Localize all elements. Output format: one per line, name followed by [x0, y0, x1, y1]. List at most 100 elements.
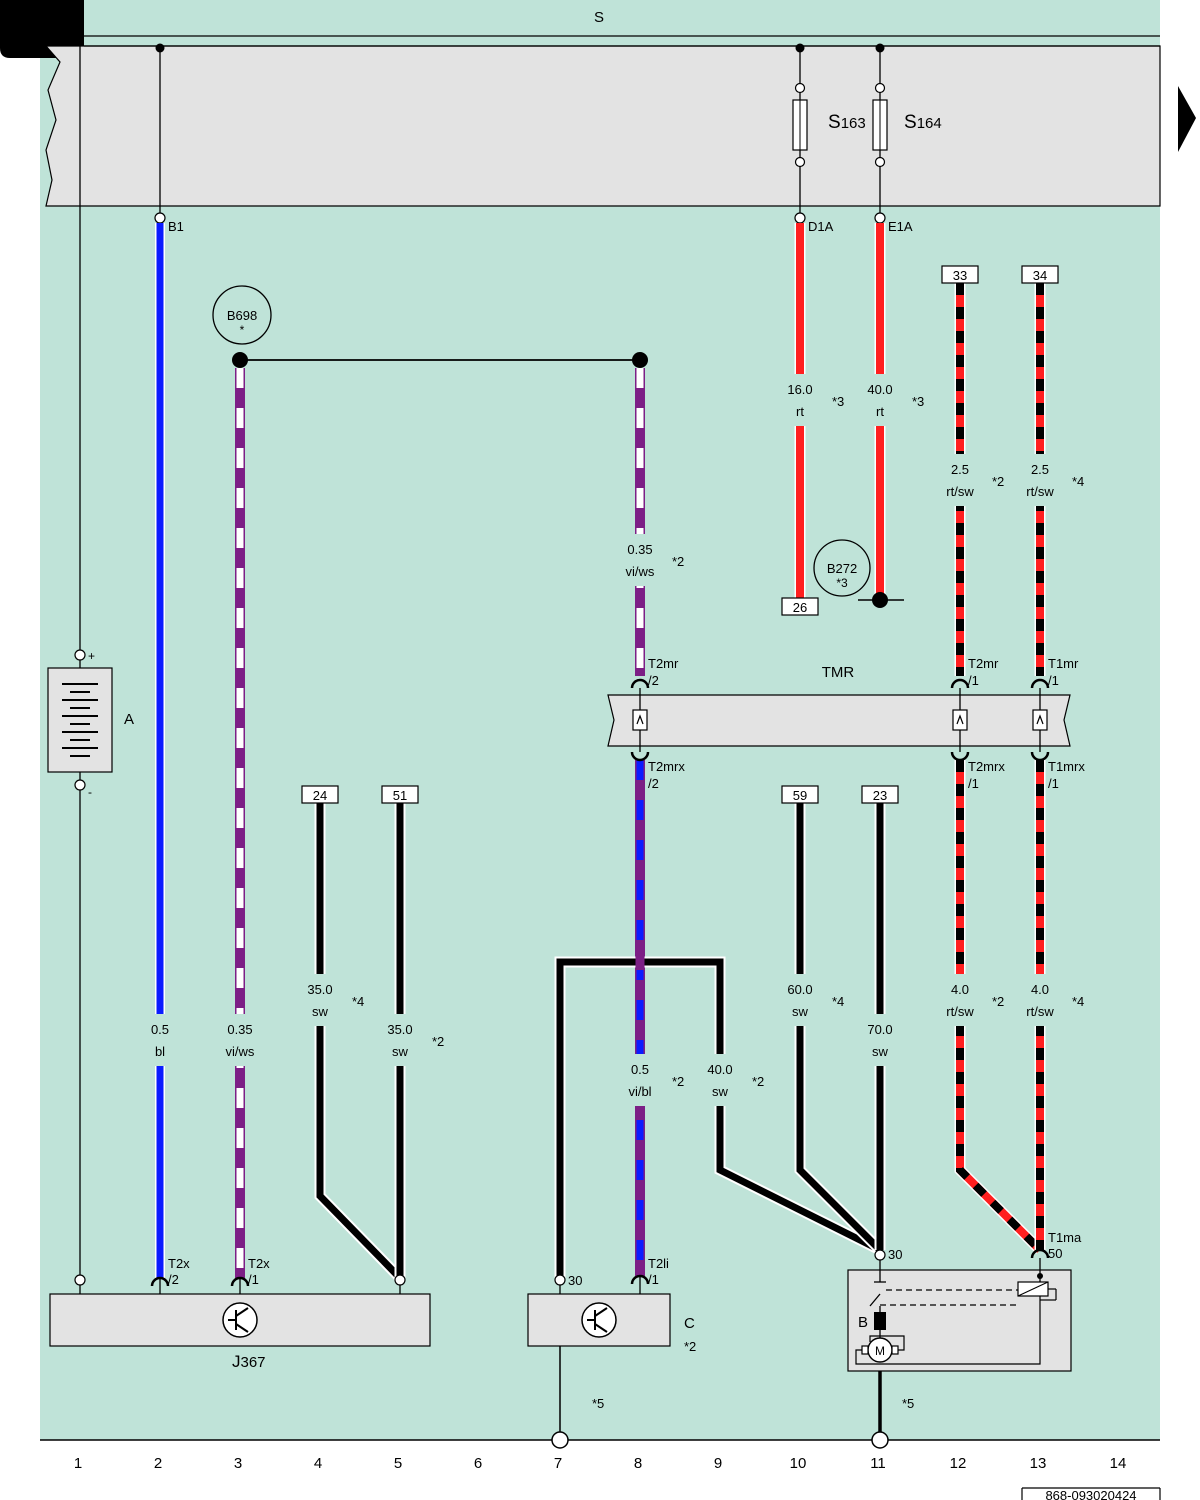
- column-number: 6: [474, 1455, 482, 1472]
- svg-text:40.0: 40.0: [707, 1062, 732, 1077]
- column-number: 1: [74, 1455, 82, 1472]
- svg-text:26: 26: [793, 600, 807, 615]
- svg-text:2.5: 2.5: [1031, 462, 1049, 477]
- box-23: [861, 785, 899, 804]
- svg-text:4.0: 4.0: [951, 982, 969, 997]
- next-page-arrow-icon[interactable]: [1178, 86, 1196, 152]
- fuse-panel: [44, 45, 1161, 207]
- pin-30-b: 30: [888, 1247, 902, 1262]
- fuse-s164-label: S164: [904, 112, 942, 133]
- svg-text:33: 33: [953, 268, 967, 283]
- tmr-connector-panel: [607, 694, 1071, 747]
- connector-d1a: D1A: [808, 219, 834, 234]
- svg-text:0.35: 0.35: [227, 1022, 252, 1037]
- svg-text:*: *: [240, 323, 245, 337]
- bus-label-s: S: [594, 9, 604, 26]
- c-note: *2: [684, 1339, 696, 1354]
- wire-12b-rt-sw: [956, 760, 1043, 1253]
- conn-t2mrx-1: T2mrx/1: [968, 759, 1005, 791]
- svg-text:rt: rt: [796, 404, 804, 419]
- svg-text:rt/sw: rt/sw: [946, 1004, 974, 1019]
- svg-text:59: 59: [793, 788, 807, 803]
- svg-text:rt: rt: [876, 404, 884, 419]
- svg-text:vi/ws: vi/ws: [626, 564, 655, 579]
- note-col11: *5: [902, 1396, 914, 1411]
- column-number: 2: [154, 1455, 162, 1472]
- svg-text:23: 23: [873, 788, 887, 803]
- footer-code: 868-093020424: [1045, 1488, 1136, 1500]
- box-34: [1021, 265, 1059, 284]
- svg-text:*2: *2: [672, 554, 684, 569]
- tmr-label: TMR: [822, 664, 855, 681]
- svg-text:60.0: 60.0: [787, 982, 812, 997]
- conn-t2mr-1: T2mr/1: [968, 656, 999, 688]
- column-number: 3: [234, 1455, 242, 1472]
- connector-e1a: E1A: [888, 219, 913, 234]
- svg-text:*4: *4: [1072, 474, 1084, 489]
- terminal-7: [551, 1431, 569, 1449]
- column-number: 13: [1030, 1455, 1047, 1472]
- b-label: B: [858, 1314, 868, 1331]
- conn-t1mrx-1: T1mrx/1: [1048, 759, 1085, 791]
- svg-text:0.5: 0.5: [631, 1062, 649, 1077]
- column-number: 8: [634, 1455, 642, 1472]
- j367-label: J367: [232, 1352, 266, 1371]
- box-59: [781, 785, 819, 804]
- tmr-pins: [630, 678, 1050, 762]
- svg-text:16.0: 16.0: [787, 382, 812, 397]
- svg-text:B272: B272: [827, 561, 857, 576]
- fuse-s163-label: S163: [828, 112, 866, 133]
- box-33: [941, 265, 979, 284]
- svg-text:vi/bl: vi/bl: [628, 1084, 651, 1099]
- svg-text:35.0: 35.0: [307, 982, 332, 997]
- svg-text:2.5: 2.5: [951, 462, 969, 477]
- column-number: 11: [870, 1455, 886, 1472]
- svg-text:rt/sw: rt/sw: [1026, 1004, 1054, 1019]
- svg-text:0.35: 0.35: [627, 542, 652, 557]
- svg-text:B698: B698: [227, 308, 257, 323]
- battery-a: [47, 667, 113, 773]
- column-number: 14: [1110, 1455, 1127, 1472]
- svg-text:vi/ws: vi/ws: [226, 1044, 255, 1059]
- wire-9-sw: [556, 958, 882, 1278]
- svg-text:24: 24: [313, 788, 327, 803]
- conn-t1mr-1: T1mr/1: [1048, 656, 1079, 688]
- conn-t2mr-2: T2mr/2: [648, 656, 679, 688]
- svg-text:4.0: 4.0: [1031, 982, 1049, 997]
- battery-minus: -: [88, 785, 92, 799]
- conn-t2x-2: T2x/2: [168, 1256, 190, 1287]
- terminal-11: [871, 1431, 889, 1449]
- wire-labels: 0.5 bl 0.35 vi/ws 35.0 sw *4 35.0 sw *2 …: [145, 374, 1084, 1106]
- pin-30-c: 30: [568, 1273, 582, 1288]
- ground-point-b698: [212, 285, 272, 345]
- conn-t2x-1: T2x/1: [248, 1256, 270, 1287]
- svg-text:sw: sw: [712, 1084, 729, 1099]
- svg-text:35.0: 35.0: [387, 1022, 412, 1037]
- column-number: 12: [950, 1455, 967, 1472]
- svg-text:*3: *3: [912, 394, 924, 409]
- motor-icon: M: [861, 1337, 899, 1363]
- wire-4-sw: [316, 803, 403, 1281]
- svg-text:bl: bl: [155, 1044, 165, 1059]
- svg-text:51: 51: [393, 788, 407, 803]
- svg-text:*4: *4: [1072, 994, 1084, 1009]
- wire-10b-sw: [796, 803, 883, 1253]
- battery-label: A: [124, 711, 134, 728]
- svg-text:*2: *2: [432, 1034, 444, 1049]
- svg-text:rt/sw: rt/sw: [946, 484, 974, 499]
- box-24: [301, 785, 339, 804]
- connector-b1: B1: [168, 219, 184, 234]
- svg-text:rt/sw: rt/sw: [1026, 484, 1054, 499]
- column-number: 7: [554, 1455, 562, 1472]
- transistor-icon: [581, 1302, 617, 1338]
- conn-t2li-1: T2li/1: [648, 1256, 669, 1287]
- conn-t2mrx-2: T2mrx/2: [648, 759, 685, 791]
- svg-text:0.5: 0.5: [151, 1022, 169, 1037]
- svg-text:*2: *2: [672, 1074, 684, 1089]
- svg-text:*2: *2: [752, 1074, 764, 1089]
- svg-text:*3: *3: [832, 394, 844, 409]
- battery-plus: +: [88, 649, 95, 663]
